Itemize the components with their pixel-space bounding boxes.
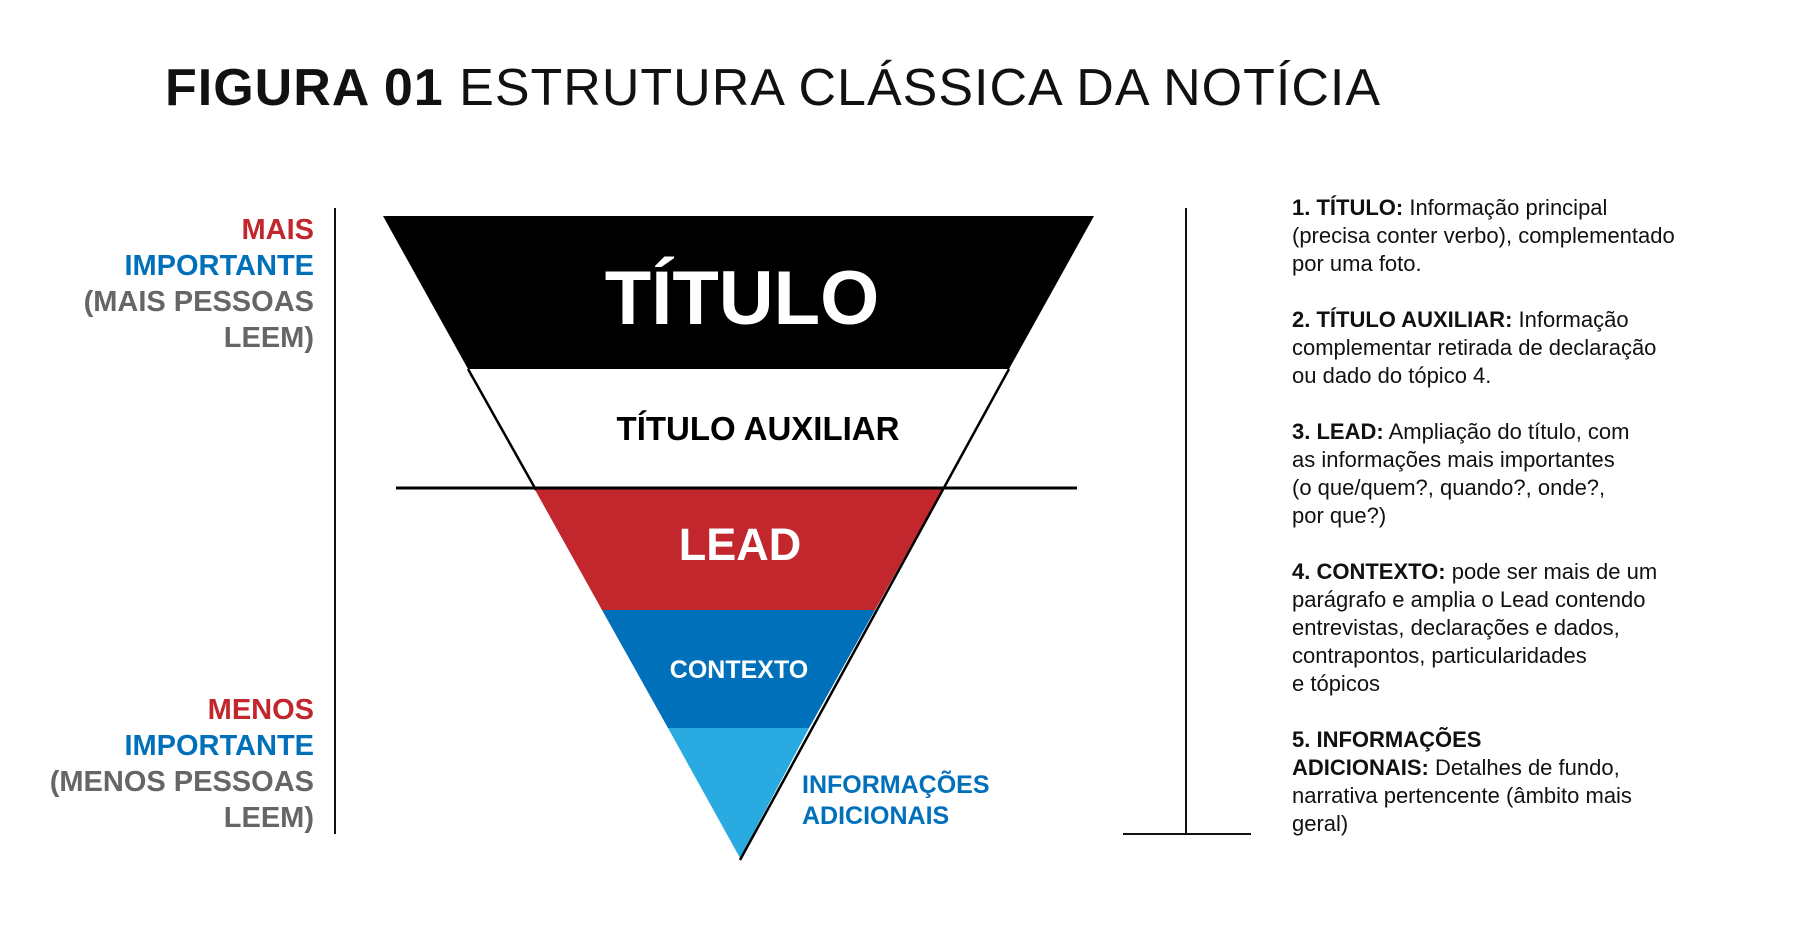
label-lead: LEAD [679,519,802,570]
level-titulo [383,216,1094,369]
more-important-label: MAIS IMPORTANTE (MAIS PESSOAS LEEM) [83,214,314,354]
label-informacoes-adicionais: INFORMAÇÕES ADICIONAIS [802,771,990,830]
note-1: 1. TÍTULO: Informação principal(precisa … [1292,195,1675,276]
funnel-edge-left [466,368,538,491]
level-informacoes-adicionais [668,728,809,858]
label-titulo-auxiliar: TÍTULO AUXILIAR [617,410,900,447]
label-titulo: TÍTULO [605,256,879,341]
level-titulo-auxiliar [468,369,1009,488]
notes-list: 1. TÍTULO: Informação principal(precisa … [1292,194,1792,866]
less-important-label: MENOS IMPORTANTE (MENOS PESSOAS LEEM) [49,694,314,834]
figure-title: FIGURA 01 ESTRUTURA CLÁSSICA DA NOTÍCIA [165,59,1382,117]
level-lead [534,488,943,610]
label-contexto: CONTEXTO [670,656,808,684]
funnel-edge-right [738,368,1011,861]
level-contexto [602,610,875,728]
